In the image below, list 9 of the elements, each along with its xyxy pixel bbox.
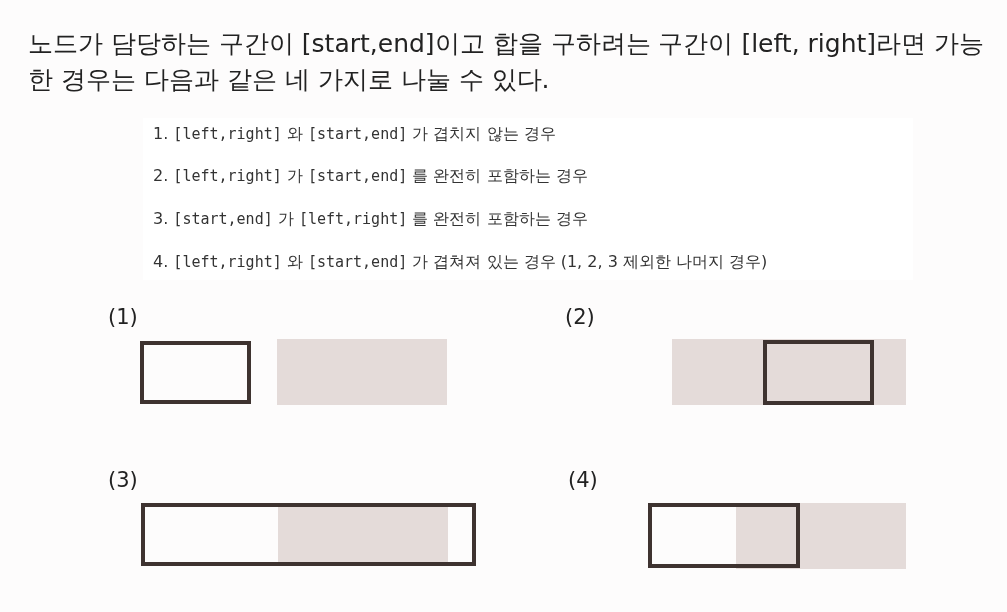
list-item: 1. [left,right] 와 [start,end] 가 겹치지 않는 경우 — [153, 124, 556, 145]
panel-number: (3) — [108, 468, 138, 492]
list-item: 2. [left,right] 가 [start,end] 를 완전히 포함하는 경우 — [153, 166, 588, 187]
panel-number: (4) — [568, 468, 598, 492]
panel-number: (1) — [108, 305, 138, 329]
list-item: 3. [start,end] 가 [left,right] 를 완전히 포함하는 경우 — [153, 209, 588, 230]
heading-text: 노드가 담당하는 구간이 [start,end]이고 합을 구하려는 구간이 [left, right]라면 가능한 경우는 다음과 같은 네 가지로 나눌 수 있다. — [28, 28, 985, 96]
panel-number: (2) — [565, 305, 595, 329]
list-item: 4. [left,right] 와 [start,end] 가 겹쳐져 있는 경우 (1, 2, 3 제외한 나머지 경우) — [153, 252, 768, 273]
